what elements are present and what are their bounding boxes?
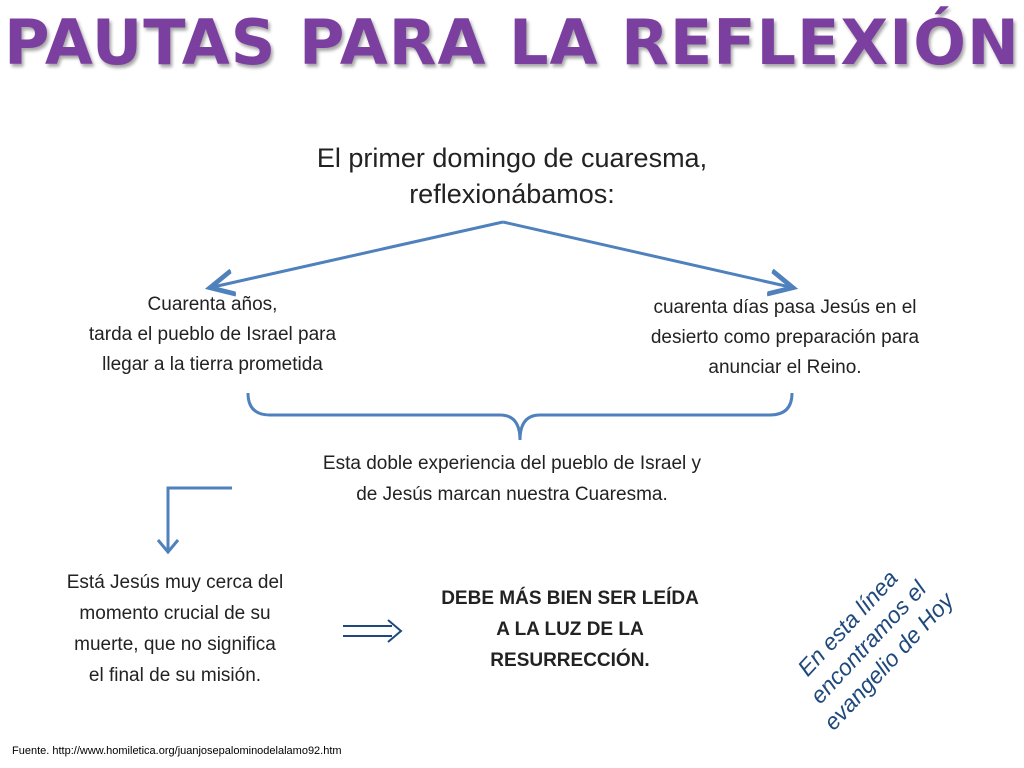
jesus-crucial-moment-text: Está Jesús muy cerca del momento crucial… [66, 572, 284, 686]
join-bracket [246, 392, 794, 441]
split-arrow [213, 219, 790, 287]
double-experience-text: Esta doble experiencia del pueblo de Isr… [322, 453, 702, 505]
elbow-down-arrow [156, 486, 232, 555]
jesus-forty-days-text: cuarenta días pasa Jesús en el desierto … [650, 297, 920, 378]
double-right-arrow-icon [343, 619, 403, 643]
resurrection-statement: DEBE MÁS BIEN SER LEÍDA A LA LUZ DE LA R… [441, 588, 699, 671]
intro-heading: El primer domingo de cuaresma, reflexion… [316, 143, 708, 209]
slide-title: PAUTAS PARA LA REFLEXIÓN [4, 6, 1020, 79]
israel-forty-years-text: Cuarenta años, tarda el pueblo de Israel… [88, 294, 337, 375]
source-citation: Fuente. http://www.homiletica.org/juanjo… [12, 745, 342, 757]
